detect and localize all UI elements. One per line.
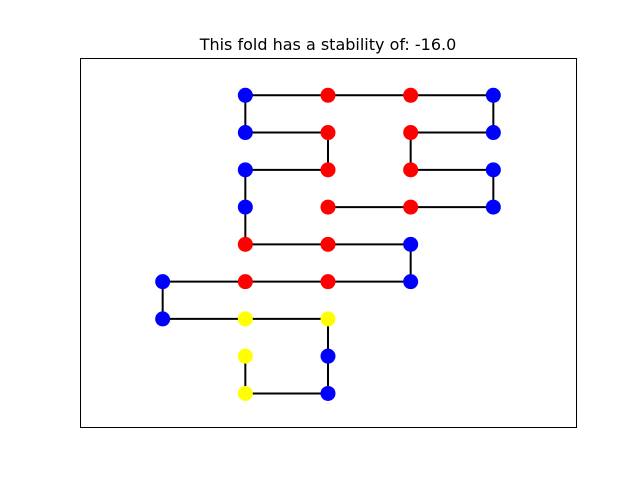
residue-point <box>320 162 336 178</box>
residue-point <box>403 125 419 141</box>
residue-point <box>320 199 336 215</box>
residue-point <box>237 125 253 141</box>
residue-point <box>485 125 501 141</box>
residue-point <box>237 348 253 364</box>
residue-point <box>320 274 336 290</box>
residue-point <box>237 236 253 252</box>
chart-title: This fold has a stability of: -16.0 <box>199 35 457 54</box>
residue-point <box>155 311 171 327</box>
residue-point <box>237 199 253 215</box>
residue-point <box>320 311 336 327</box>
residue-point <box>237 87 253 103</box>
residue-point <box>237 385 253 401</box>
residue-point <box>320 125 336 141</box>
residue-point <box>485 162 501 178</box>
residue-point <box>320 385 336 401</box>
residue-point <box>320 236 336 252</box>
residue-point <box>403 274 419 290</box>
residue-point <box>155 274 171 290</box>
residues-layer <box>155 87 501 401</box>
residue-point <box>403 162 419 178</box>
residue-point <box>237 311 253 327</box>
residue-point <box>320 348 336 364</box>
residue-point <box>403 236 419 252</box>
residue-point <box>237 274 253 290</box>
residue-point <box>320 87 336 103</box>
residue-point <box>403 199 419 215</box>
residue-point <box>485 87 501 103</box>
residue-point <box>485 199 501 215</box>
residue-point <box>237 162 253 178</box>
residue-point <box>403 87 419 103</box>
